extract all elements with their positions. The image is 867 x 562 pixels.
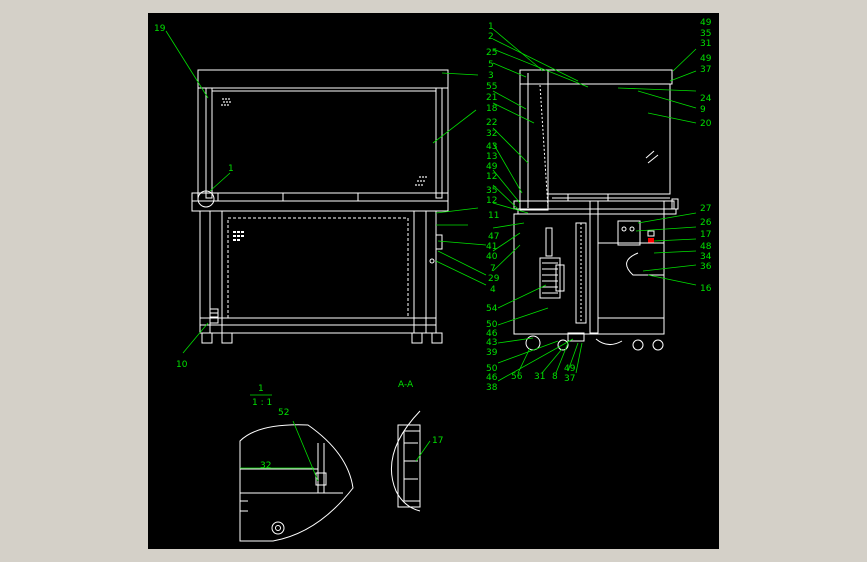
- label-c20: 7: [490, 264, 496, 274]
- section-title: A-A: [398, 380, 414, 390]
- label-c11: 13: [486, 152, 497, 162]
- label-b3: 49: [564, 364, 576, 374]
- label-c6: 21: [486, 93, 497, 103]
- label-c15: 12: [486, 196, 497, 206]
- dimension-32: 32: [260, 461, 271, 471]
- cad-drawing-canvas: 19 1 10: [148, 13, 719, 549]
- label-rm5: 36: [700, 262, 712, 272]
- label-r4: 37: [700, 65, 711, 75]
- detail-scale-top: 1: [258, 384, 264, 394]
- label-c3: 5: [488, 60, 494, 70]
- label-c17: 47: [488, 232, 499, 242]
- label-c16: 11: [488, 211, 499, 221]
- label-c2: 25: [486, 48, 497, 58]
- label-c24: 50: [486, 320, 498, 330]
- label-c27: 39: [486, 348, 498, 358]
- label-c1: 2: [488, 32, 494, 42]
- label-c10: 43: [486, 142, 497, 152]
- label-10: 10: [176, 360, 188, 370]
- label-c0: 1: [488, 22, 494, 32]
- label-c18: 41: [486, 242, 497, 252]
- label-rm3: 48: [700, 242, 712, 252]
- label-c7: 18: [486, 104, 498, 114]
- label-c13: 12: [486, 172, 497, 182]
- cad-drawing-svg: 19 1 10: [154, 18, 712, 542]
- label-c22: 4: [490, 285, 496, 295]
- label-r7: 20: [700, 119, 712, 129]
- section-aa: A-A 17: [390, 380, 443, 512]
- label-b4: 37: [564, 374, 575, 384]
- callout-17: 17: [432, 436, 443, 446]
- side-view: [513, 69, 679, 351]
- label-c12: 49: [486, 162, 498, 172]
- center-labels: 1 2 25 5 3 55 21 18 22 32 43 13 49 12 35…: [486, 22, 500, 393]
- front-view: [191, 69, 449, 344]
- label-r3: 49: [700, 54, 712, 64]
- label-c30: 38: [486, 383, 498, 393]
- callout-52: 52: [278, 408, 289, 418]
- label-c14: 35: [486, 186, 497, 196]
- label-c5: 55: [486, 82, 497, 92]
- detail-scale-bottom: 1 : 1: [252, 398, 272, 408]
- label-c25: 46: [486, 329, 498, 339]
- label-rm2: 17: [700, 230, 711, 240]
- label-c9: 32: [486, 129, 497, 139]
- side-leaders: [492, 28, 697, 382]
- label-front-1: 1: [228, 164, 234, 174]
- label-c29: 46: [486, 373, 498, 383]
- label-r6: 9: [700, 105, 706, 115]
- label-c21: 29: [488, 274, 500, 284]
- label-c8: 22: [486, 118, 497, 128]
- label-rm4: 34: [700, 252, 712, 262]
- label-c28: 50: [486, 364, 498, 374]
- label-r0: 49: [700, 18, 712, 28]
- label-c23: 54: [486, 304, 498, 314]
- right-labels: 49 35 31 49 37 24 9 20 27 26 17 48 34 36…: [700, 18, 712, 294]
- detail-view: 1 1 : 1 52 32: [239, 384, 354, 542]
- label-rm0: 27: [700, 204, 711, 214]
- label-rm1: 26: [700, 218, 712, 228]
- label-b1: 31: [534, 372, 545, 382]
- label-c19: 40: [486, 252, 498, 262]
- label-r1: 35: [700, 29, 711, 39]
- label-b2: 8: [552, 372, 558, 382]
- label-b0: 56: [511, 372, 523, 382]
- label-r5: 24: [700, 94, 712, 104]
- label-r2: 31: [700, 39, 711, 49]
- label-c26: 43: [486, 338, 497, 348]
- bottom-labels: 56 31 8 49 37: [511, 364, 576, 384]
- label-rm6: 16: [700, 284, 712, 294]
- label-19: 19: [154, 24, 166, 34]
- label-c4: 3: [488, 71, 494, 81]
- front-leaders: [165, 30, 487, 354]
